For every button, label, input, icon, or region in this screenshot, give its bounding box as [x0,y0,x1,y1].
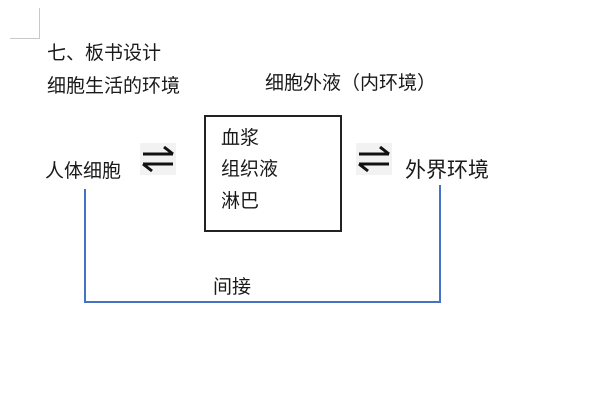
crop-mark-vertical [39,8,40,39]
extracellular-fluid-box: 血浆 组织液 淋巴 [204,115,342,232]
center-title: 细胞外液（内环境） [265,72,437,94]
connector-right-line [439,185,441,303]
box-item-tissue-fluid: 组织液 [221,158,279,180]
connector-label: 间接 [213,276,252,298]
right-label: 外界环境 [405,158,489,182]
heading: 七、板书设计 [47,42,162,64]
equilibrium-arrows-icon [140,143,176,175]
connector-left-line [84,189,86,303]
equilibrium-arrows-icon [356,143,392,175]
box-item-plasma: 血浆 [221,127,260,149]
connector-bottom-line [84,301,441,303]
left-label: 人体细胞 [45,160,122,182]
crop-mark-horizontal [10,38,40,39]
box-item-lymph: 淋巴 [221,190,260,212]
subtitle: 细胞生活的环境 [47,75,181,97]
